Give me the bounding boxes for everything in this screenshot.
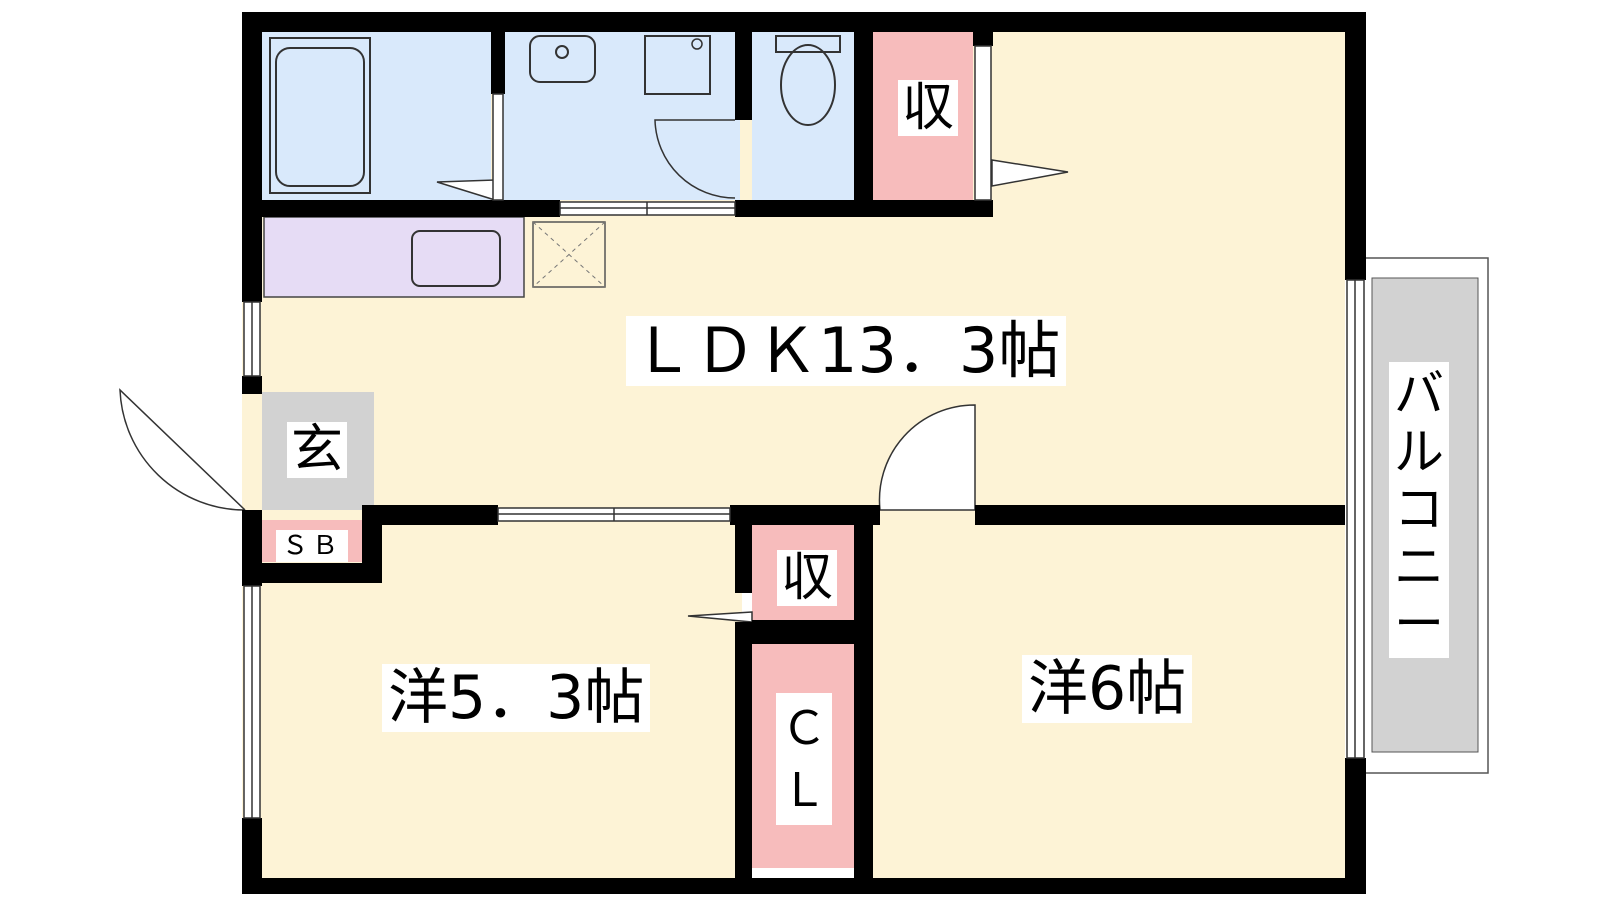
storage-mid-label: 収 bbox=[777, 550, 838, 606]
bathtub-inner bbox=[275, 47, 365, 187]
washbasin-drain bbox=[555, 45, 569, 59]
western-room-b-label: 洋6帖 bbox=[1022, 655, 1193, 723]
window-mullions bbox=[251, 202, 1356, 818]
balcony-label: バルコニー bbox=[1389, 362, 1449, 658]
bath-floor bbox=[258, 32, 491, 200]
washroom-floor bbox=[500, 32, 740, 200]
closet-label: ＣＬ bbox=[776, 693, 832, 826]
washbasin bbox=[529, 35, 596, 83]
entry-door bbox=[119, 388, 246, 511]
entrance-label: 玄 bbox=[287, 422, 348, 478]
ldk-label: ＬＤＫ13．3帖 bbox=[626, 316, 1067, 386]
washroom-door bbox=[654, 119, 736, 199]
fridge-space bbox=[532, 221, 606, 288]
toilet-bowl bbox=[780, 44, 836, 126]
fridge-cross-b bbox=[532, 221, 606, 288]
bedroom-door bbox=[878, 404, 976, 511]
storage-mid-door bbox=[687, 611, 753, 623]
washing-machine bbox=[644, 35, 711, 95]
bathtub bbox=[269, 37, 371, 194]
toilet-tank bbox=[775, 35, 841, 53]
kitchen-sink bbox=[411, 230, 501, 287]
storage-top-door bbox=[991, 159, 1069, 187]
storage-top-label: 収 bbox=[898, 80, 959, 136]
washing-machine-knob bbox=[691, 38, 703, 50]
western-room-a-label: 洋5．3帖 bbox=[382, 664, 651, 732]
toilet-floor bbox=[752, 32, 854, 200]
walls bbox=[242, 12, 1366, 894]
shoe-box-label: ＳＢ bbox=[276, 530, 349, 562]
